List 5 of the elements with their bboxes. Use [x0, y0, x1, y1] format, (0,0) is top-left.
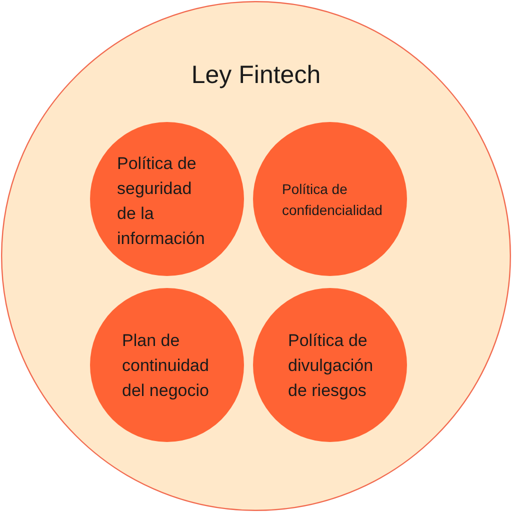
- circle-label: Política de divulgación de riesgos: [288, 330, 374, 402]
- circle-label: Política de seguridad de la información: [117, 153, 206, 250]
- circle-label: Política de confidencialidad: [282, 180, 384, 220]
- circle-heading: Ley Fintech: [191, 60, 321, 91]
- circle-label: Plan de continuidad del negocio: [122, 330, 210, 402]
